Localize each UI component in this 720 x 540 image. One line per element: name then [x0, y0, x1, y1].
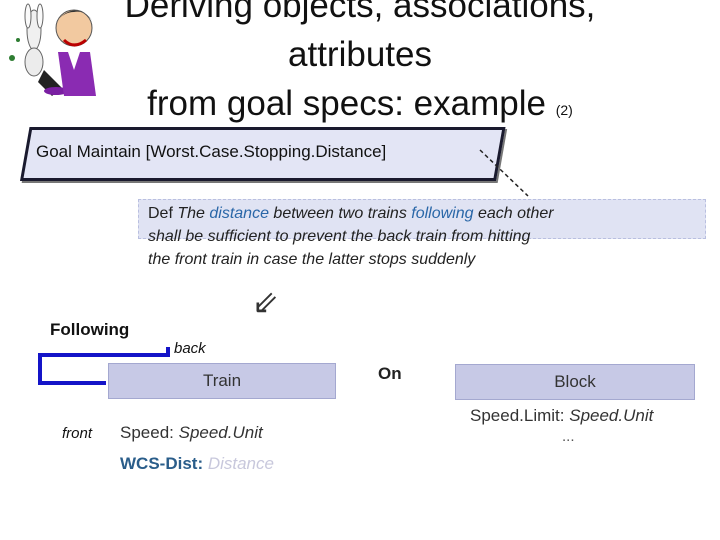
train-attr-speed-name: Speed: — [120, 423, 179, 442]
title-line-3-text: from goal specs: example — [147, 84, 546, 123]
train-attr-speed: Speed: Speed.Unit — [120, 423, 263, 443]
title-suffix: (2) — [555, 102, 573, 118]
role-back-label: back — [174, 340, 206, 357]
train-class-box: Train — [108, 363, 336, 399]
block-class-box: Block — [455, 364, 695, 400]
block-attr-speed-limit: Speed.Limit: Speed.Unit — [470, 406, 653, 426]
train-attr-wcs-name: WCS-Dist: — [120, 454, 208, 473]
block-attr-speed-limit-name: Speed.Limit: — [470, 406, 570, 425]
following-association-label: Following — [50, 320, 130, 339]
down-left-arrow-icon: ⇙ — [252, 284, 279, 320]
definition-part2: between two trains — [268, 205, 412, 222]
role-front-label: front — [62, 425, 93, 442]
definition-part1: The — [172, 205, 210, 222]
on-association-label: On — [378, 364, 402, 383]
definition-text: Def The distance between two trains foll… — [148, 202, 708, 271]
definition-highlight — [138, 199, 706, 239]
title-line-2: attributes — [288, 35, 432, 74]
block-attr-more: ... — [562, 428, 575, 445]
train-attr-wcs-type: Distance — [207, 454, 274, 473]
train-attr-wcs-dist: WCS-Dist: Distance — [120, 454, 274, 474]
magician-clipart-icon — [9, 3, 96, 96]
definition-prefix: Def — [148, 205, 173, 222]
block-attr-speed-limit-type: Speed.Unit — [569, 406, 654, 425]
goal-label: Goal Maintain [Worst.Case.Stopping.Dista… — [36, 142, 387, 161]
title-line-1: Deriving objects, associations, — [124, 0, 596, 25]
definition-term-following: following — [411, 205, 474, 222]
definition-part3: each other — [473, 205, 554, 222]
definition-line2: shall be sufficient to prevent the back … — [148, 228, 531, 245]
train-attr-speed-type: Speed.Unit — [178, 423, 263, 442]
definition-term-distance: distance — [209, 205, 269, 222]
title-line-3: from goal specs: example (2) — [0, 84, 720, 130]
definition-line3: the front train in case the latter stops… — [148, 251, 476, 268]
